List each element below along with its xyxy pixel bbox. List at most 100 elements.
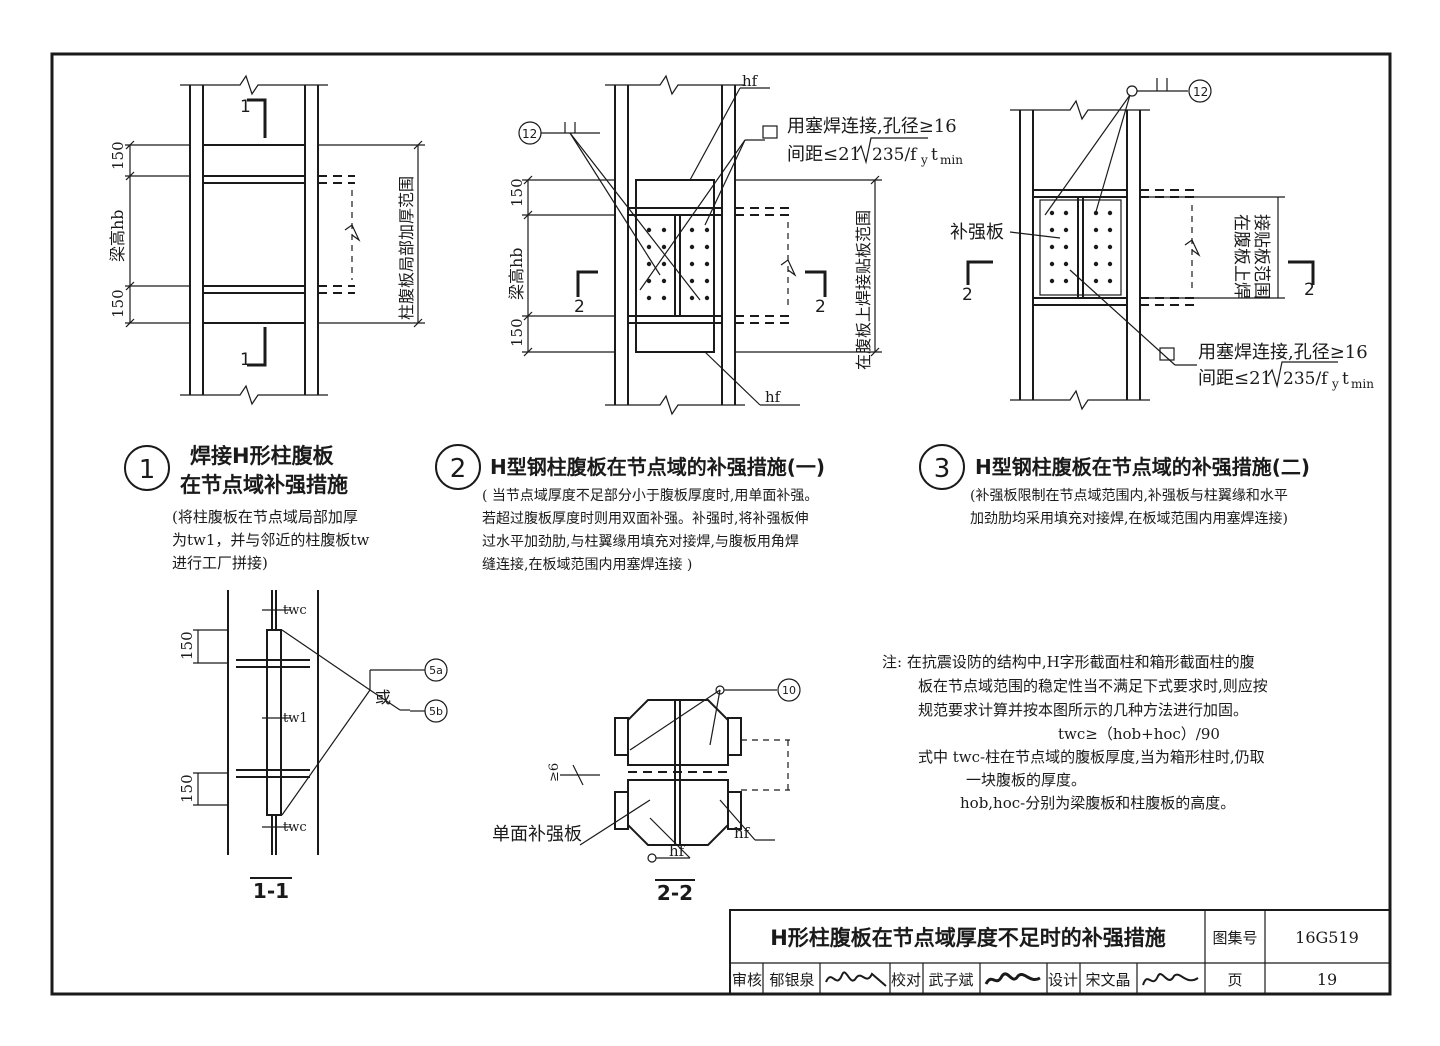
s11-title: 1-1 — [253, 879, 289, 903]
d3-ref-mark: 12 — [1193, 85, 1208, 99]
d3-note-2: 加劲肋均采用填充对接焊,在板域范围内用塞焊连接) — [970, 510, 1288, 527]
plug-weld-hole — [1049, 244, 1055, 250]
plug-weld-hole — [646, 261, 652, 267]
d2-weld-text-2-prefix: 间距≤21 — [787, 144, 861, 165]
d1-title-2: 在节点域补强措施 — [180, 473, 348, 497]
s11-label-twc-top: twc — [283, 603, 307, 618]
tb-reviewer-signature — [825, 971, 887, 987]
d1-dim-150-top: 150 — [109, 141, 127, 170]
d3-weld-text-2-prefix: 间距≤21 — [1198, 368, 1272, 389]
tb-designer: 宋文晶 — [1085, 971, 1130, 989]
plug-weld-hole — [1093, 227, 1099, 233]
note-line-2: 板在节点域范围的稳定性当不满足下式要求时,则应按 — [918, 677, 1268, 695]
plug-weld-hole — [1063, 227, 1069, 233]
s22-label-plate: 单面补强板 — [492, 824, 582, 845]
tb-atlas-label: 图集号 — [1212, 929, 1257, 947]
s22-label-weld-size: ≥6 — [547, 763, 562, 782]
note-line-6: hob,hoc-分别为梁腹板和柱腹板的高度。 — [960, 794, 1235, 812]
tb-design-label: 设计 — [1048, 971, 1078, 989]
s11-ref-a: 5a — [429, 664, 443, 677]
plug-weld-hole — [646, 244, 652, 250]
plug-weld-hole — [1093, 244, 1099, 250]
tb-checker: 武子斌 — [928, 971, 973, 989]
s22-ref-mark: 10 — [782, 684, 796, 697]
d2-label-hf-bottom: hf — [765, 388, 782, 406]
d3-note-1: (补强板限制在节点域范围内,补强板与柱翼缘和水平 — [970, 487, 1288, 504]
d3-label-range-2: 接贴板范围 — [1251, 214, 1271, 299]
plug-weld-hole — [1049, 227, 1055, 233]
d2-dim-150-top: 150 — [508, 178, 526, 207]
plug-weld-hole — [1049, 210, 1055, 216]
tb-title: H形柱腹板在节点域厚度不足时的补强措施 — [770, 926, 1166, 950]
d2-dim-150-bottom: 150 — [508, 318, 526, 347]
note-line-1: 注: 在抗震设防的结构中,H字形截面柱和箱形截面柱的腹 — [882, 653, 1255, 671]
plug-weld-hole — [704, 278, 710, 284]
d2-note-1: ( 当节点域厚度不足部分小于腹板厚度时,用单面补强。 — [482, 487, 818, 504]
plug-weld-hole — [1049, 278, 1055, 284]
section-2-2 — [560, 678, 801, 881]
plug-weld-hole — [1107, 278, 1113, 284]
d2-note-3: 过水平加劲肋,与柱翼缘用填充对接焊,与腹板用角焊 — [482, 533, 799, 550]
d3-label-plate: 补强板 — [950, 222, 1004, 243]
tb-page-label: 页 — [1227, 971, 1242, 989]
d3-section-mark-left: 2 — [962, 285, 973, 305]
d3-section-mark-right: 2 — [1304, 280, 1315, 300]
d1-section-mark-bottom: 1 — [240, 350, 251, 370]
plug-weld-hole — [1093, 261, 1099, 267]
sheet-border — [50, 52, 1392, 996]
d3-weld-text-2-sub1: y — [1331, 377, 1339, 391]
d1-label-beam-height: 梁高hb — [108, 209, 127, 262]
plug-weld-hole — [704, 244, 710, 250]
detail-2-elevation — [518, 74, 882, 416]
d3-weld-text-2-sub2: min — [1351, 377, 1374, 391]
d3-weld-text-2-t: t — [1342, 369, 1349, 389]
plug-weld-hole — [689, 227, 695, 233]
plug-weld-hole — [661, 278, 667, 284]
plug-weld-hole — [1049, 261, 1055, 267]
plug-weld-hole — [1063, 278, 1069, 284]
d3-number-circle — [919, 444, 965, 490]
d3-weld-text-2-root: 235/f — [1283, 369, 1329, 389]
plug-weld-hole — [646, 278, 652, 284]
plug-weld-hole — [704, 227, 710, 233]
d2-sqrt-sign — [856, 137, 928, 165]
s11-label-tw1: tw1 — [283, 711, 308, 726]
plug-weld-hole — [1107, 227, 1113, 233]
d2-weld-text-2-root: 235/f — [872, 145, 918, 165]
d2-section-mark-left: 2 — [574, 297, 585, 317]
tb-designer-signature — [1142, 973, 1199, 986]
d2-weld-text-2-sub2: min — [940, 153, 963, 167]
s11-dim-150-bottom: 150 — [178, 774, 196, 803]
d2-label-beam-height: 梁高hb — [507, 247, 526, 300]
d2-note-4: 缝连接,在板域范围内用塞焊连接 ) — [482, 556, 692, 573]
d2-weld-text-1: 用塞焊连接,孔径≥16 — [787, 116, 957, 137]
d1-note-1: (将柱腹板在节点域局部加厚 — [172, 508, 358, 526]
plug-weld-hole — [646, 227, 652, 233]
plug-weld-hole — [661, 295, 667, 301]
s11-label-twc-bottom: twc — [283, 820, 307, 835]
d1-dim-150-bottom: 150 — [109, 289, 127, 318]
d3-weld-text-2: 间距≤21 235/f y t min — [1198, 361, 1374, 391]
plug-weld-hole — [1063, 261, 1069, 267]
tb-reviewer: 郁银泉 — [769, 971, 814, 989]
detail-3-elevation — [966, 78, 1315, 411]
s22-title: 2-2 — [657, 881, 693, 905]
d1-number-circle — [124, 445, 170, 491]
d2-weld-text-2: 间距≤21 235/f y t min — [787, 137, 963, 167]
d2-number-circle — [435, 444, 481, 490]
tb-check-label: 校对 — [891, 971, 921, 989]
d1-title-1: 焊接H形柱腹板 — [190, 444, 335, 468]
d2-label-range: 在腹板上焊接贴板范围 — [854, 210, 873, 370]
plug-weld-hole — [689, 278, 695, 284]
plug-weld-hole — [704, 261, 710, 267]
note-formula: twc≥（hob+hoc）/90 — [1058, 725, 1220, 743]
plug-weld-hole — [704, 295, 710, 301]
note-line-4: 式中 twc-柱在节点域的腹板厚度,当为箱形柱时,仍取 — [918, 748, 1265, 766]
detail-1-elevation — [125, 74, 425, 406]
plug-weld-hole — [1107, 261, 1113, 267]
plug-weld-hole — [661, 261, 667, 267]
plug-weld-hole — [1063, 244, 1069, 250]
d3-label-range-1: 在腹板上焊 — [1231, 214, 1251, 299]
